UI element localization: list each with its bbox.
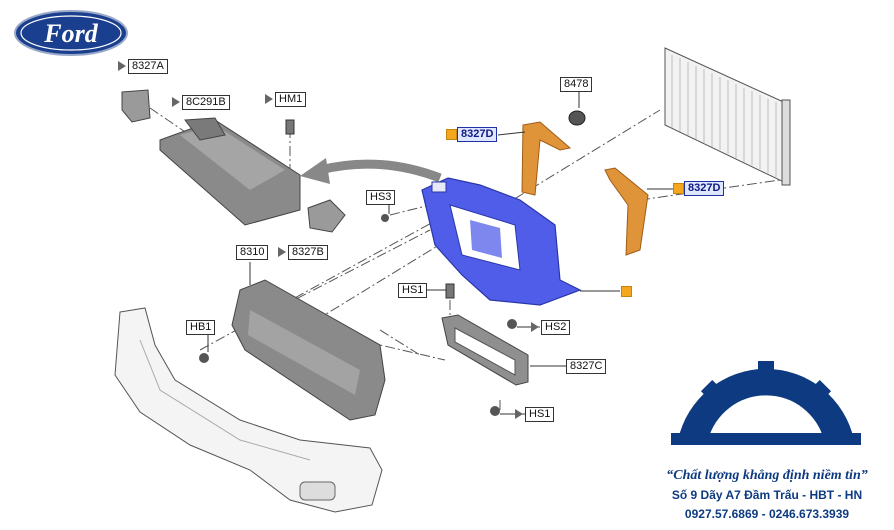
orange-bracket-right-part (604, 167, 649, 256)
marker-8327a-icon (118, 61, 126, 71)
radiator (664, 47, 791, 186)
marker-hs1-icon (515, 409, 523, 419)
company-slogan: “Chất lượng khẳng định niềm tin” (666, 468, 868, 483)
bracket-8327a-part (121, 89, 151, 123)
marker-8c291b-icon (172, 97, 180, 107)
sensor-8478-part (568, 110, 586, 126)
marker-hs2-icon (531, 322, 539, 332)
direction-arrow (300, 158, 442, 184)
ford-logo: Ford (14, 10, 128, 56)
callout-8327a[interactable]: 8327A (128, 59, 168, 74)
highlight-marker-icon (673, 183, 684, 194)
marker-hm1-icon (265, 94, 273, 104)
callout-8c291b[interactable]: 8C291B (182, 95, 230, 110)
company-name: EXIMPARTS (733, 416, 807, 428)
frame-8327c-part (441, 314, 529, 386)
eximparts-branding: EXIMPARTS “Chất lượng khẳng định niềm ti… (640, 372, 894, 530)
bolt-hs2-part (507, 319, 517, 329)
callout-8478[interactable]: 8478 (560, 77, 593, 92)
bolt-hs1-bottom-part (490, 406, 500, 416)
callout-hs2[interactable]: HS2 (541, 320, 571, 335)
callout-8327c[interactable]: 8327C (566, 359, 607, 374)
callout-hs3[interactable]: HS3 (366, 190, 396, 205)
radiator-support-part (421, 177, 582, 306)
ford-logo-text: Ford (43, 19, 98, 48)
bolt-hs3-part (381, 214, 389, 222)
orange-bracket-left-part (521, 121, 572, 196)
bolt-hs1-top-part (445, 283, 455, 299)
bolt-hm1-part (285, 119, 295, 135)
callout-hs1-bottom[interactable]: HS1 (525, 407, 555, 422)
callout-8327d-right[interactable]: 8327D (684, 181, 725, 196)
bumper-beam-part (231, 279, 386, 421)
marker-8327b-icon (278, 247, 286, 257)
highlight-marker-icon (446, 129, 457, 140)
company-phone: 0927.57.6869 - 0246.673.3939 (684, 507, 850, 521)
bumper-cover-part (114, 307, 383, 513)
bolt-hb1-part (199, 353, 209, 363)
callout-8327d-left[interactable]: 8327D (457, 127, 498, 142)
callout-8310[interactable]: 8310 (236, 245, 269, 260)
highlight-marker-icon (621, 286, 632, 297)
callout-hb1[interactable]: HB1 (186, 320, 216, 335)
upper-shield-part (159, 117, 301, 226)
callout-hs1-top[interactable]: HS1 (398, 283, 428, 298)
company-address: Số 9 Dãy A7 Đầm Trấu - HBT - HN (671, 488, 863, 502)
bracket-8327b-part (307, 199, 346, 233)
callout-hm1[interactable]: HM1 (275, 92, 307, 107)
callout-8327b[interactable]: 8327B (288, 245, 328, 260)
